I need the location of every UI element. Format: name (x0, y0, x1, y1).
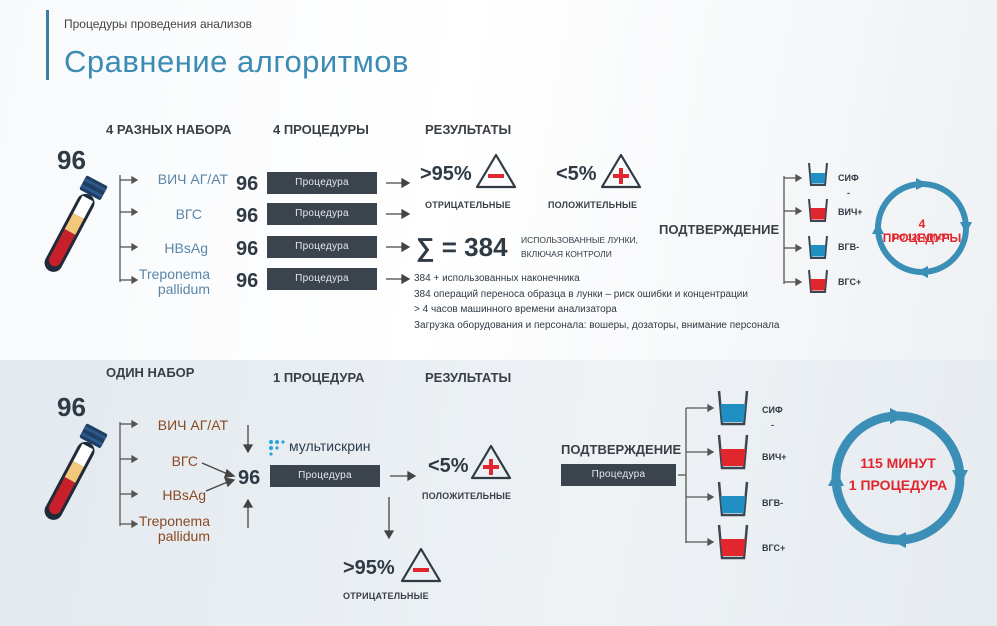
blue-cup-icon (808, 162, 828, 186)
cup-label: ВГС+ (762, 543, 786, 553)
confirmation-label: Подтверждение (659, 222, 780, 237)
cycle-text-secondary: по 120 минут (893, 233, 951, 242)
cup-label: ВИЧ+ (762, 452, 787, 462)
positive-triangle-icon (600, 153, 642, 189)
column-header-results: Результаты (425, 370, 512, 385)
cup-label: СИФ (838, 173, 859, 183)
test-name-hiv: ВИЧ АГ/АТ (157, 417, 228, 433)
brand-logo-icon (269, 440, 285, 456)
negative-label: отрицательные (425, 200, 511, 210)
blue-cup-icon (808, 235, 828, 259)
column-header-results: Результаты (425, 122, 512, 137)
procedure-box: Процедура (267, 268, 377, 290)
test-tube-icon (44, 423, 108, 520)
test-name-hbsag: HBsAg (164, 240, 208, 256)
cup-label: ВГВ- (762, 498, 784, 508)
tube-count: 96 (57, 145, 86, 175)
note: 384 + использованных наконечника (414, 273, 580, 284)
note: > 4 часов машинного времени анализатора (414, 304, 617, 315)
test-name-hcv: ВГС (175, 206, 202, 222)
wells-sum-description: использованные лунки, (521, 235, 639, 245)
column-header-procedure: 1 процедура (273, 370, 365, 385)
count: 96 (236, 270, 259, 292)
test-name-hcv: ВГС (171, 453, 198, 469)
down-arrow (383, 497, 395, 540)
red-cup-icon (717, 434, 749, 470)
positive-label: положительные (422, 491, 512, 501)
brand-name: мультискрин (289, 438, 371, 454)
merge-arrows (201, 425, 254, 528)
cups-bracket (783, 173, 803, 287)
cup-label: ВГС+ (838, 277, 862, 287)
tests-bracket (119, 175, 139, 285)
tube-count: 96 (57, 392, 86, 422)
cups-bracket (678, 403, 715, 547)
cycle-text-secondary: 1 процедура (848, 477, 948, 493)
test-name-hiv: ВИЧ АГ/АТ (157, 171, 228, 187)
breadcrumb: Процедуры проведения анализов (64, 17, 253, 31)
red-cup-icon (717, 524, 749, 560)
red-cup-icon (808, 198, 828, 222)
cycle-arrows-icon (828, 408, 968, 548)
test-tube-icon (44, 175, 108, 272)
column-header-procedures: 4 процедуры (273, 122, 369, 137)
procedure-box: Процедура (267, 203, 377, 225)
test-name-treponema: Treponema pallidum (138, 266, 210, 297)
red-cup-icon (808, 269, 828, 293)
test-name-hbsag: HBsAg (162, 487, 206, 503)
negative-percentage: >95% (343, 557, 395, 579)
cycle-text-primary: 115 минут (860, 455, 936, 471)
bottom-section-background (0, 360, 997, 626)
negative-triangle-icon (400, 547, 442, 583)
confirmation-label: Подтверждение (561, 442, 682, 457)
header-accent-bar (46, 10, 49, 80)
wells-sum: ∑ = 384 (416, 232, 508, 262)
note: 384 операций переноса образца в лунки – … (414, 289, 748, 300)
result-arrows (390, 470, 417, 482)
negative-label: отрицательные (343, 591, 429, 601)
cup-label: ВИЧ+ (838, 207, 863, 217)
count: 96 (238, 467, 261, 489)
positive-triangle-icon (470, 444, 512, 480)
count: 96 (236, 205, 259, 227)
procedure-arrows (386, 177, 411, 285)
test-name-treponema: Treponema pallidum (138, 513, 210, 544)
count: 96 (236, 238, 259, 260)
negative-percentage: >95% (420, 163, 472, 185)
note: Загрузка оборудования и персонала: вошер… (414, 320, 780, 331)
cup-label: ВГВ- (838, 242, 860, 252)
cycle-text-primary: 4 процедуры (882, 217, 962, 245)
column-header-sets: 4 разных набора (106, 122, 232, 137)
blue-cup-icon (717, 390, 749, 426)
count: 96 (236, 173, 259, 195)
cycle-arrows-icon (872, 178, 972, 278)
cup-label: - (847, 188, 850, 198)
positive-label: положительные (548, 200, 638, 210)
top-section-background (0, 0, 997, 360)
procedure-box: Процедура (267, 236, 377, 258)
positive-percentage: <5% (556, 163, 597, 185)
confirmation-procedure-box: Процедура (561, 464, 676, 486)
blue-cup-icon (717, 481, 749, 517)
column-header-set: Один набор (106, 365, 195, 380)
cup-label: СИФ (762, 405, 783, 415)
negative-triangle-icon (475, 153, 517, 189)
page-title: Сравнение алгоритмов (64, 44, 409, 79)
tests-bracket (119, 419, 139, 529)
procedure-box: Процедура (270, 465, 380, 487)
wells-sum-description: включая контроли (521, 249, 612, 259)
procedure-box: Процедура (267, 172, 377, 194)
cup-label: - (771, 420, 774, 430)
positive-percentage: <5% (428, 455, 469, 477)
